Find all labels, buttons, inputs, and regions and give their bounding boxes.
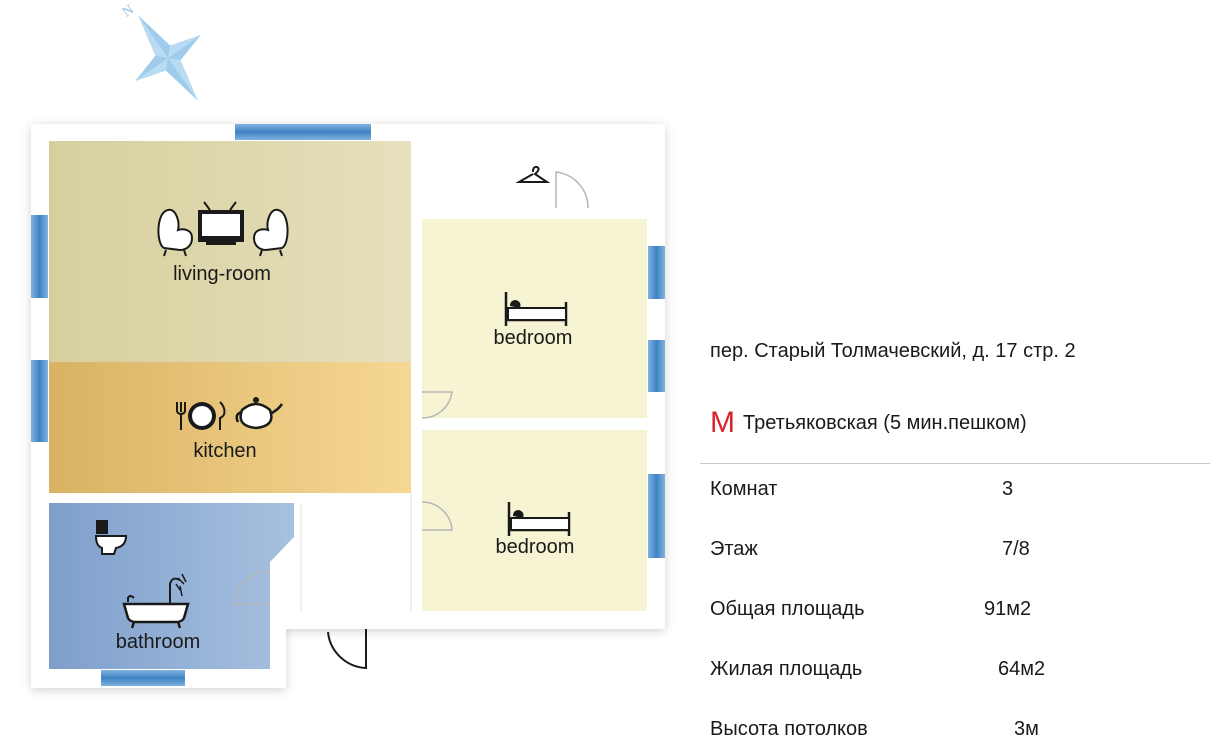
info-key: Высота потолков	[710, 718, 868, 740]
window	[31, 215, 48, 298]
compass-star-icon	[135, 15, 201, 101]
info-value: 3	[1002, 478, 1014, 500]
coat-hanger-icon	[515, 165, 551, 183]
door-hall	[555, 171, 589, 209]
windows	[31, 124, 665, 686]
doors	[233, 171, 589, 605]
living-room-area	[49, 141, 411, 362]
armchair-icon	[252, 208, 289, 257]
tv-icon	[198, 201, 244, 245]
compass-north-label: N	[120, 2, 137, 20]
info-value: 7/8	[1002, 538, 1030, 560]
window	[31, 360, 48, 442]
info-value: 91м2	[984, 598, 1032, 620]
floor-plan: N li	[31, 2, 665, 688]
metro-icon: M	[710, 406, 735, 439]
info-value: 64м2	[998, 658, 1046, 680]
bed-icon	[507, 502, 571, 536]
metro-station: M Третьяковская (5 мин.пешком)	[710, 406, 1027, 440]
plate-cutlery-icon	[176, 401, 226, 430]
metro-station-text: Третьяковская (5 мин.пешком)	[743, 412, 1027, 434]
door-bedroom-2	[421, 501, 453, 531]
room-label-living: living-room	[173, 263, 271, 285]
room-label-kitchen: kitchen	[193, 440, 256, 462]
compass: N	[120, 2, 201, 101]
divider	[700, 463, 1210, 464]
window	[101, 670, 185, 686]
armchair-icon	[157, 208, 194, 257]
door-bathroom	[233, 571, 269, 605]
info-value: 3м	[1014, 718, 1039, 740]
info-key: Этаж	[710, 538, 758, 560]
entrance-door	[327, 629, 367, 670]
room-label-bedroom-2: bedroom	[496, 536, 575, 558]
bed-icon	[504, 292, 568, 326]
window	[648, 246, 665, 299]
info-key: Общая площадь	[710, 598, 865, 620]
room-label-bathroom: bathroom	[116, 631, 201, 653]
toilet-icon	[94, 520, 128, 555]
bathtub-shower-icon	[122, 573, 190, 629]
room-label-bedroom-1: bedroom	[494, 327, 573, 349]
info-key: Комнат	[710, 478, 778, 500]
window	[648, 340, 665, 392]
door-bedroom-1	[421, 391, 453, 419]
teapot-icon	[235, 397, 284, 430]
window	[235, 124, 371, 140]
address: пер. Старый Толмачевский, д. 17 стр. 2	[710, 340, 1076, 362]
window	[648, 474, 665, 558]
info-key: Жилая площадь	[710, 658, 863, 680]
kitchen-area	[49, 362, 411, 493]
